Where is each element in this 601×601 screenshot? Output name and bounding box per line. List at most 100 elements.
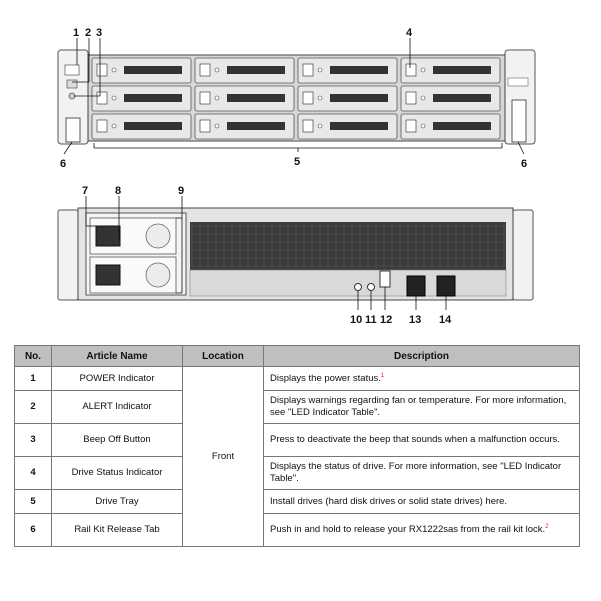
- chassis-illustrations: 1 2 3 4 5 6 6: [57, 27, 536, 326]
- drive-status-led: [96, 63, 108, 77]
- drive-tray-grid: [91, 57, 501, 140]
- model-label: [507, 77, 529, 87]
- alarm-led: [367, 283, 375, 291]
- header-no: No.: [14, 345, 52, 367]
- drive-status-led: [405, 91, 417, 105]
- row-name: ALERT Indicator: [51, 390, 183, 424]
- io-panel: [189, 269, 507, 297]
- drive-status-led: [405, 119, 417, 133]
- tray-lock-icon[interactable]: [317, 95, 323, 101]
- row-name: Drive Tray: [51, 489, 183, 514]
- row-no: 4: [14, 456, 52, 490]
- row-desc: Displays the status of drive. For more i…: [263, 456, 580, 490]
- expansion-port-1[interactable]: [406, 275, 426, 297]
- tray-handle[interactable]: [433, 122, 491, 130]
- tray-lock-icon[interactable]: [317, 123, 323, 129]
- tray-lock-icon[interactable]: [214, 95, 220, 101]
- table-row: 1 POWER Indicator Front Displays the pow…: [14, 366, 580, 547]
- footnote-ref: 2: [545, 523, 549, 530]
- component-table: No. Article Name Location Description 1 …: [14, 345, 580, 547]
- table-row: 5 Drive Tray Install drives (hard disk d…: [14, 489, 580, 514]
- drive-status-led: [302, 63, 314, 77]
- row-no: 2: [14, 390, 52, 424]
- table-row: 2 ALERT Indicator Displays warnings rega…: [14, 390, 580, 424]
- tray-lock-icon[interactable]: [420, 95, 426, 101]
- rear-vent-mesh: [190, 222, 506, 270]
- table-row: 6 Rail Kit Release Tab Push in and hold …: [14, 513, 580, 547]
- rear-right-ear: [512, 209, 534, 301]
- psu-fan-2: [145, 262, 171, 288]
- tray-lock-icon[interactable]: [111, 95, 117, 101]
- callout-12: 12: [380, 314, 392, 326]
- drive-status-led: [199, 119, 211, 133]
- callout-9: 9: [178, 185, 184, 197]
- callout-6-right: 6: [521, 158, 527, 170]
- footnote-ref: 1: [380, 372, 385, 379]
- tray-handle[interactable]: [227, 122, 285, 130]
- row-no: 3: [14, 423, 52, 457]
- callout-11: 11: [365, 314, 377, 326]
- row-name: POWER Indicator: [51, 366, 183, 391]
- tray-handle[interactable]: [124, 122, 182, 130]
- header-location: Location: [182, 345, 264, 367]
- tray-lock-icon[interactable]: [111, 123, 117, 129]
- table-row: 3 Beep Off Button Press to deactivate th…: [14, 423, 580, 457]
- tray-handle[interactable]: [124, 66, 182, 74]
- callout-3: 3: [96, 27, 102, 39]
- row-name: Beep Off Button: [51, 423, 183, 457]
- reset-button[interactable]: [354, 283, 362, 291]
- drive-status-led: [199, 63, 211, 77]
- location-cell: Front: [182, 366, 264, 547]
- tray-handle[interactable]: [330, 122, 388, 130]
- callout-6-left: 6: [60, 158, 66, 170]
- tray-lock-icon[interactable]: [111, 67, 117, 73]
- tray-handle[interactable]: [433, 66, 491, 74]
- tray-handle[interactable]: [124, 94, 182, 102]
- tray-handle[interactable]: [330, 94, 388, 102]
- drive-status-led: [405, 63, 417, 77]
- drive-status-led: [302, 119, 314, 133]
- tray-lock-icon[interactable]: [420, 123, 426, 129]
- row-desc-text: Displays the power status.: [270, 372, 381, 384]
- table-row: 4 Drive Status Indicator Displays the st…: [14, 456, 580, 490]
- row-desc: Displays the power status.1: [263, 366, 580, 391]
- psu-fan-1: [145, 223, 171, 249]
- callout-5: 5: [294, 156, 300, 168]
- expansion-port-2[interactable]: [436, 275, 456, 297]
- drive-status-led: [302, 91, 314, 105]
- row-desc: Push in and hold to release your RX1222s…: [263, 513, 580, 547]
- rear-left-ear: [57, 209, 79, 301]
- header-article-name: Article Name: [51, 345, 183, 367]
- drive-status-led: [96, 119, 108, 133]
- row-name: Drive Status Indicator: [51, 456, 183, 490]
- callout-2: 2: [85, 27, 91, 39]
- logo-plate: [64, 64, 80, 76]
- callout-7: 7: [82, 185, 88, 197]
- tray-lock-icon[interactable]: [317, 67, 323, 73]
- left-rail-release-tab[interactable]: [65, 117, 81, 143]
- tray-lock-icon[interactable]: [214, 123, 220, 129]
- tray-handle[interactable]: [227, 66, 285, 74]
- table-header-row: No. Article Name Location Description: [14, 345, 580, 367]
- tray-handle[interactable]: [433, 94, 491, 102]
- tray-lock-icon[interactable]: [214, 67, 220, 73]
- power-socket-1[interactable]: [95, 225, 121, 247]
- callout-10: 10: [350, 314, 362, 326]
- row-desc: Press to deactivate the beep that sounds…: [263, 423, 580, 457]
- callout-13: 13: [409, 314, 421, 326]
- tray-lock-icon[interactable]: [420, 67, 426, 73]
- right-rail-release-tab[interactable]: [511, 99, 527, 143]
- callout-8: 8: [115, 185, 121, 197]
- seven-segment-display: [379, 270, 391, 288]
- tray-handle[interactable]: [330, 66, 388, 74]
- row-desc: Displays warnings regarding fan or tempe…: [263, 390, 580, 424]
- drive-status-led: [199, 91, 211, 105]
- callout-14: 14: [439, 314, 452, 326]
- header-description: Description: [263, 345, 580, 367]
- row-desc-text: Push in and hold to release your RX1222s…: [270, 524, 546, 535]
- drive-status-led: [96, 91, 108, 105]
- power-socket-2[interactable]: [95, 264, 121, 286]
- row-name: Rail Kit Release Tab: [51, 513, 183, 547]
- row-no: 5: [14, 489, 52, 514]
- tray-handle[interactable]: [227, 94, 285, 102]
